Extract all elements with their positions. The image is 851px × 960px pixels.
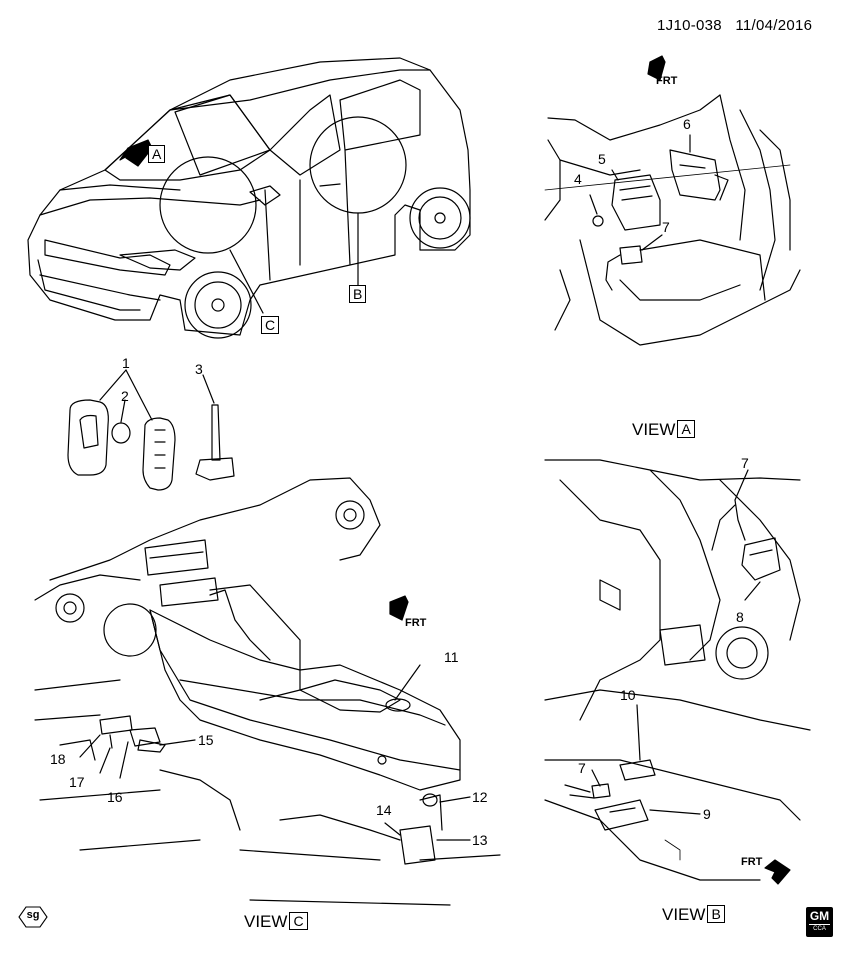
callout-1: 1	[122, 355, 130, 371]
view-b-drawing	[544, 459, 811, 881]
view-b-word: VIEW	[662, 904, 706, 924]
view-c-drawing	[34, 477, 501, 906]
frt-arrows	[389, 55, 791, 885]
callout-6: 6	[683, 116, 691, 132]
callout-4: 4	[574, 171, 582, 187]
callout-5: 5	[598, 151, 606, 167]
sg-logo-text: sg	[26, 909, 40, 921]
detail-marker-b: B	[349, 285, 367, 303]
frt-label-view-c: FRT	[405, 617, 427, 629]
callout-16: 16	[107, 789, 123, 805]
gm-logo: GM CCA	[806, 907, 833, 937]
frt-label-view-b: FRT	[741, 856, 763, 868]
view-c-word: VIEW	[244, 911, 288, 931]
callout-7-view-a: 7	[662, 219, 670, 235]
view-a-label: VIEW A	[632, 420, 695, 438]
view-b-label: VIEW B	[662, 905, 725, 923]
detail-marker-c: C	[261, 316, 280, 334]
callout-2: 2	[121, 388, 129, 404]
keys-drawing	[67, 369, 235, 491]
view-a-word: VIEW	[632, 419, 676, 439]
callout-18: 18	[50, 751, 66, 767]
detail-marker-a: A	[148, 145, 166, 163]
gm-logo-subtext: CCA	[809, 924, 830, 933]
callout-14: 14	[376, 802, 392, 818]
callout-13: 13	[472, 832, 488, 848]
callout-8: 8	[736, 609, 744, 625]
drawing-id: 1J10-038 11/04/2016	[657, 18, 812, 33]
vehicle-overview-drawing	[27, 57, 471, 339]
callout-11: 11	[444, 649, 459, 665]
callout-12: 12	[472, 789, 488, 805]
callout-17: 17	[69, 774, 85, 790]
drawing-date: 11/04/2016	[735, 17, 813, 34]
view-b-letter: B	[707, 905, 725, 923]
sg-logo: sg	[18, 906, 48, 928]
gm-logo-text: GM	[809, 909, 830, 923]
callout-7-view-b-bottom: 7	[578, 760, 586, 776]
callout-10: 10	[620, 687, 636, 703]
callout-7-view-b-top: 7	[741, 455, 749, 471]
callout-3: 3	[195, 361, 203, 377]
view-c-label: VIEW C	[244, 912, 308, 930]
view-c-letter: C	[289, 912, 308, 930]
callout-9: 9	[703, 806, 711, 822]
view-a-letter: A	[677, 420, 695, 438]
drawing-id-text: 1J10-038	[657, 17, 722, 34]
view-a-drawing	[544, 94, 801, 346]
frt-label-view-a: FRT	[656, 75, 678, 87]
callout-15: 15	[198, 732, 214, 748]
